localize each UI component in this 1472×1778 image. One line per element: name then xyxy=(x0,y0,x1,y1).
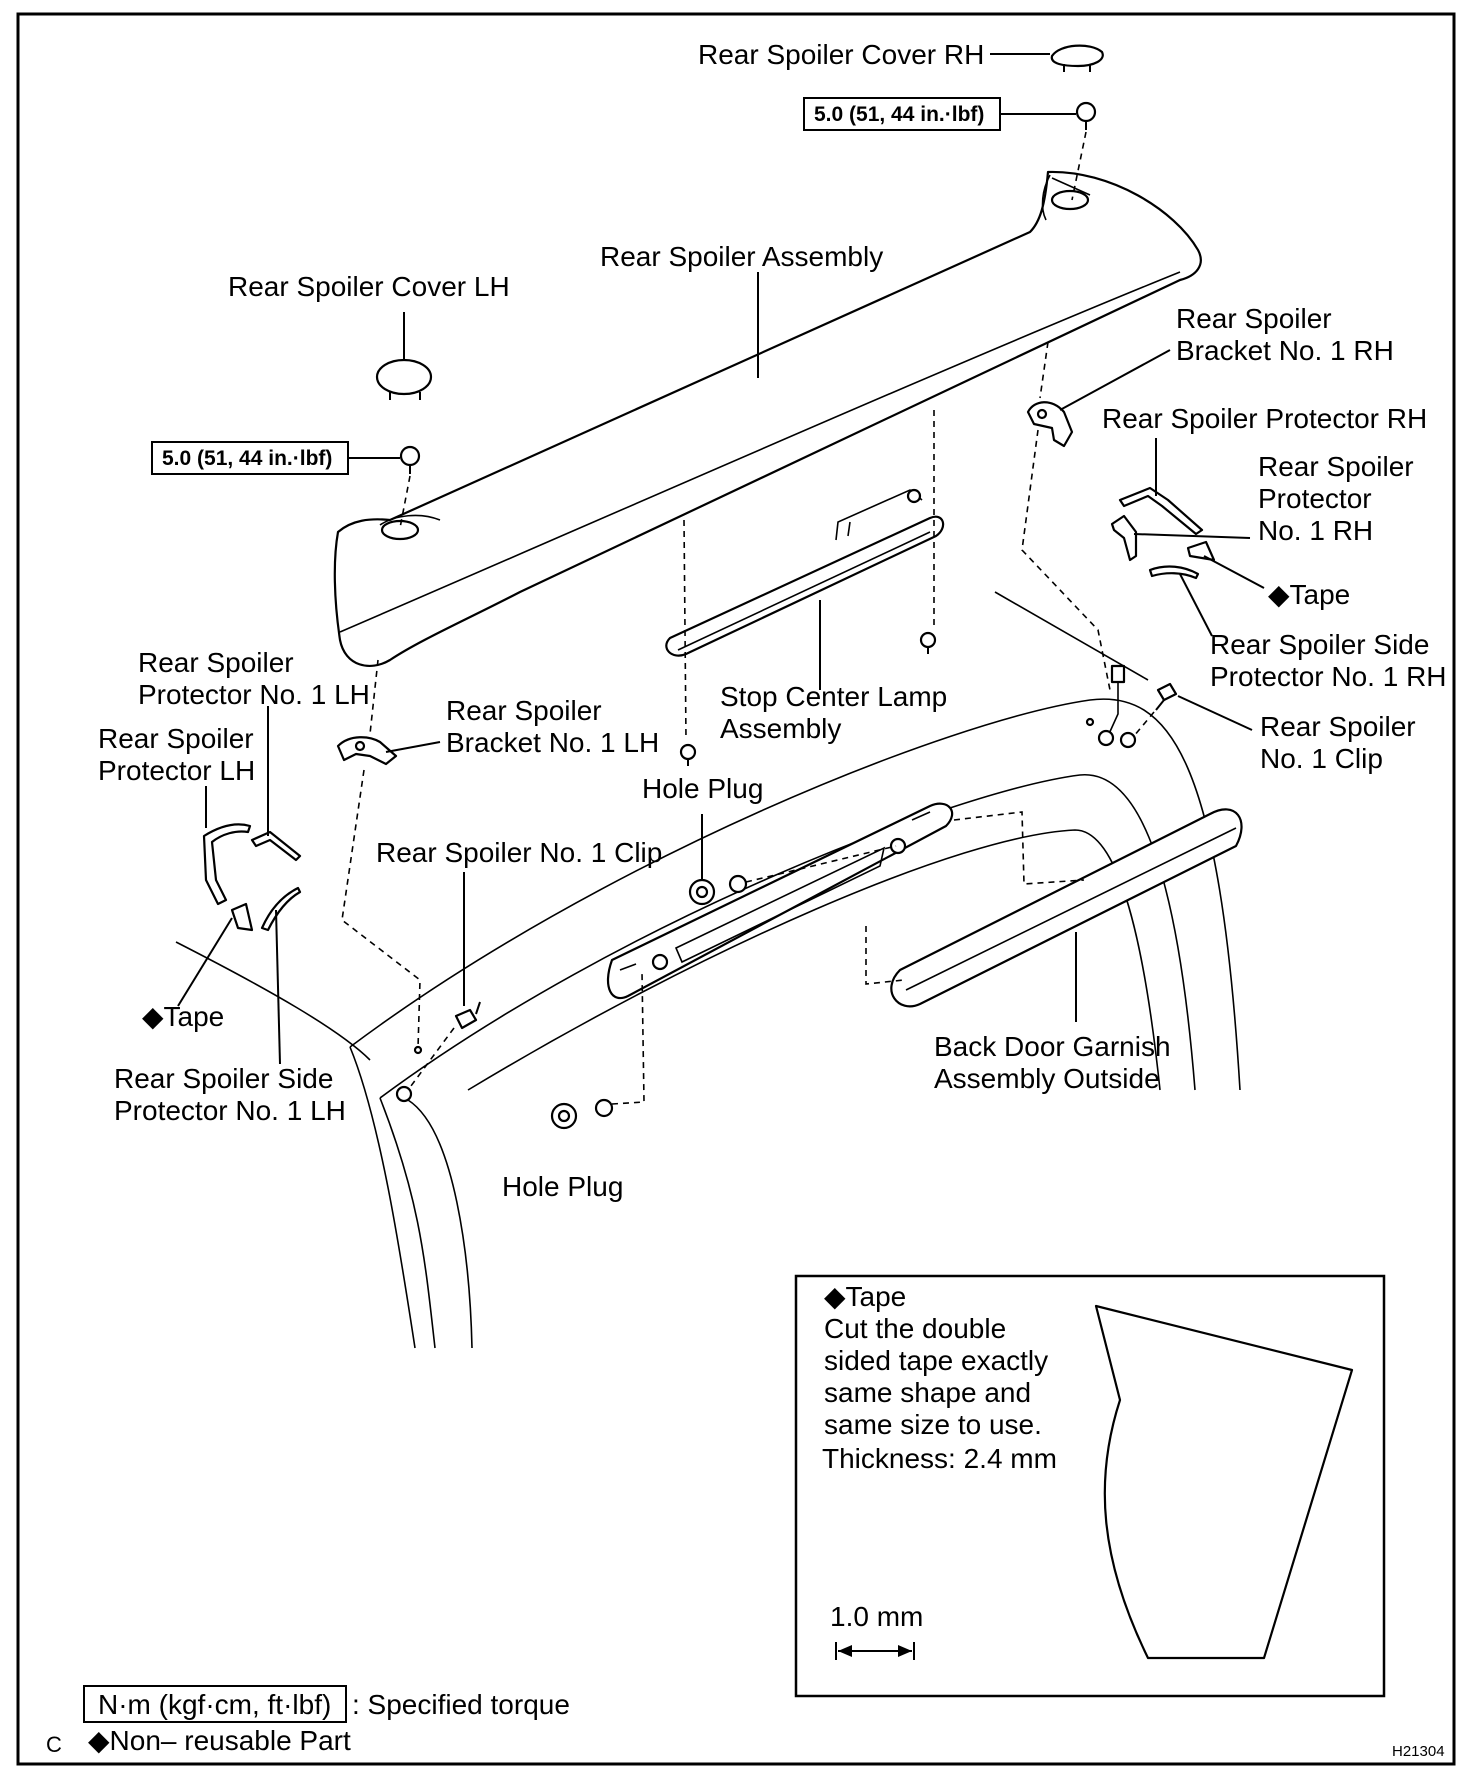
hole-plug-upper-part xyxy=(688,814,897,906)
inset-text-line2: sided tape exactly xyxy=(824,1345,1048,1376)
tape-detail-inset: ◆Tape Cut the double sided tape exactly … xyxy=(794,1274,1386,1698)
rear-spoiler-protector-no1-rh-part xyxy=(1110,514,1138,562)
stop-center-lamp-part xyxy=(665,410,945,766)
rear-spoiler-clip-rh-part xyxy=(1085,664,1178,749)
rear-spoiler-side-protector-lh-part xyxy=(260,886,302,932)
label-protector-no1-lh-line2: Protector No. 1 LH xyxy=(138,679,370,710)
inset-text-line1: Cut the double xyxy=(824,1313,1006,1344)
rear-spoiler-side-protector-rh-part xyxy=(1148,565,1200,580)
rear-spoiler-cover-lh-part xyxy=(375,312,433,400)
label-stop-lamp-line2: Assembly xyxy=(720,713,841,744)
label-rear-spoiler-cover-lh: Rear Spoiler Cover LH xyxy=(228,271,510,302)
lamp-screw xyxy=(919,631,937,654)
label-side-protector-rh-line1: Rear Spoiler Side xyxy=(1210,629,1429,660)
label-torque-left: 5.0 (51, 44 in.·lbf) xyxy=(162,447,332,470)
label-hole-plug-lower: Hole Plug xyxy=(502,1171,623,1202)
tape-rh-part xyxy=(1186,540,1216,562)
figure-id: H21304 xyxy=(1392,1743,1445,1760)
tape-template-shape xyxy=(1094,1304,1354,1660)
torque-box-top xyxy=(803,97,1001,131)
figure-border xyxy=(16,12,1456,1766)
label-bracket-lh-line2: Bracket No. 1 LH xyxy=(446,727,659,758)
rear-spoiler-cover-rh-part xyxy=(1050,44,1104,72)
label-hole-plug-upper: Hole Plug xyxy=(642,773,763,804)
lamp-screw-2 xyxy=(679,743,697,766)
label-protector-no1-rh-line2: Protector xyxy=(1258,483,1372,514)
tape-lh-part xyxy=(230,902,254,932)
torque-box-left xyxy=(151,441,349,475)
label-bracket-lh-line1: Rear Spoiler xyxy=(446,695,602,726)
inset-text-line3: same shape and xyxy=(824,1377,1031,1408)
garnish-lamp-housing xyxy=(607,802,954,1000)
legend-corner-mark: C xyxy=(46,1732,62,1757)
inset-text-line4: same size to use. xyxy=(824,1409,1042,1440)
label-protector-rh: Rear Spoiler Protector RH xyxy=(1102,403,1427,434)
label-garnish-line1: Back Door Garnish xyxy=(934,1031,1171,1062)
label-tape-lh: ◆Tape xyxy=(142,1001,224,1032)
legend-torque-units: N·m (kgf·cm, ft·lbf) xyxy=(98,1689,331,1720)
legend: N·m (kgf·cm, ft·lbf) : Specified torque … xyxy=(46,1685,570,1757)
label-stop-lamp-line1: Stop Center Lamp xyxy=(720,681,947,712)
rear-spoiler-clip-lh-part xyxy=(395,1001,481,1103)
legend-nonreusable: ◆Non– reusable Part xyxy=(88,1725,351,1756)
scale-bar xyxy=(835,1642,915,1660)
rear-spoiler-assembly xyxy=(333,170,1202,668)
label-protector-lh-line1: Rear Spoiler xyxy=(98,723,254,754)
bolt-top xyxy=(1071,101,1097,201)
label-clip-rh-line2: No. 1 Clip xyxy=(1260,743,1383,774)
label-rear-spoiler-cover-rh: Rear Spoiler Cover RH xyxy=(698,39,984,70)
label-protector-no1-lh-line1: Rear Spoiler xyxy=(138,647,294,678)
label-side-protector-lh-line1: Rear Spoiler Side xyxy=(114,1063,333,1094)
label-rear-spoiler-assembly: Rear Spoiler Assembly xyxy=(600,241,883,272)
label-protector-no1-rh-line3: No. 1 RH xyxy=(1258,515,1373,546)
label-protector-lh-line2: Protector LH xyxy=(98,755,255,786)
label-protector-no1-rh-line1: Rear Spoiler xyxy=(1258,451,1414,482)
bolt-left xyxy=(399,445,421,529)
inset-title: ◆Tape xyxy=(824,1281,906,1312)
hole-plug-lower-part xyxy=(550,971,645,1130)
label-garnish-line2: Assembly Outside xyxy=(934,1063,1160,1094)
legend-torque-desc: : Specified torque xyxy=(352,1689,570,1720)
back-door-garnish-part xyxy=(865,808,1243,1008)
leader-lines xyxy=(177,53,1265,1065)
label-torque-top: 5.0 (51, 44 in.·lbf) xyxy=(814,103,984,126)
inset-thickness: Thickness: 2.4 mm xyxy=(822,1443,1057,1474)
rear-spoiler-protector-no1-lh-part xyxy=(250,830,302,862)
label-clip-rh-line1: Rear Spoiler xyxy=(1260,711,1416,742)
label-bracket-rh-line1: Rear Spoiler xyxy=(1176,303,1332,334)
label-bracket-rh-line2: Bracket No. 1 RH xyxy=(1176,335,1394,366)
rear-spoiler-protector-lh-part xyxy=(202,823,252,906)
label-clip-lh: Rear Spoiler No. 1 Clip xyxy=(376,837,662,868)
legend-torque-box xyxy=(83,1685,347,1723)
label-tape-rh: ◆Tape xyxy=(1268,579,1350,610)
rear-spoiler-bracket-rh-part xyxy=(1021,341,1111,691)
label-side-protector-rh-line2: Protector No. 1 RH xyxy=(1210,661,1447,692)
inset-scale-label: 1.0 mm xyxy=(830,1601,923,1632)
rear-spoiler-bracket-lh-part xyxy=(336,659,421,1049)
label-side-protector-lh-line2: Protector No. 1 LH xyxy=(114,1095,346,1126)
